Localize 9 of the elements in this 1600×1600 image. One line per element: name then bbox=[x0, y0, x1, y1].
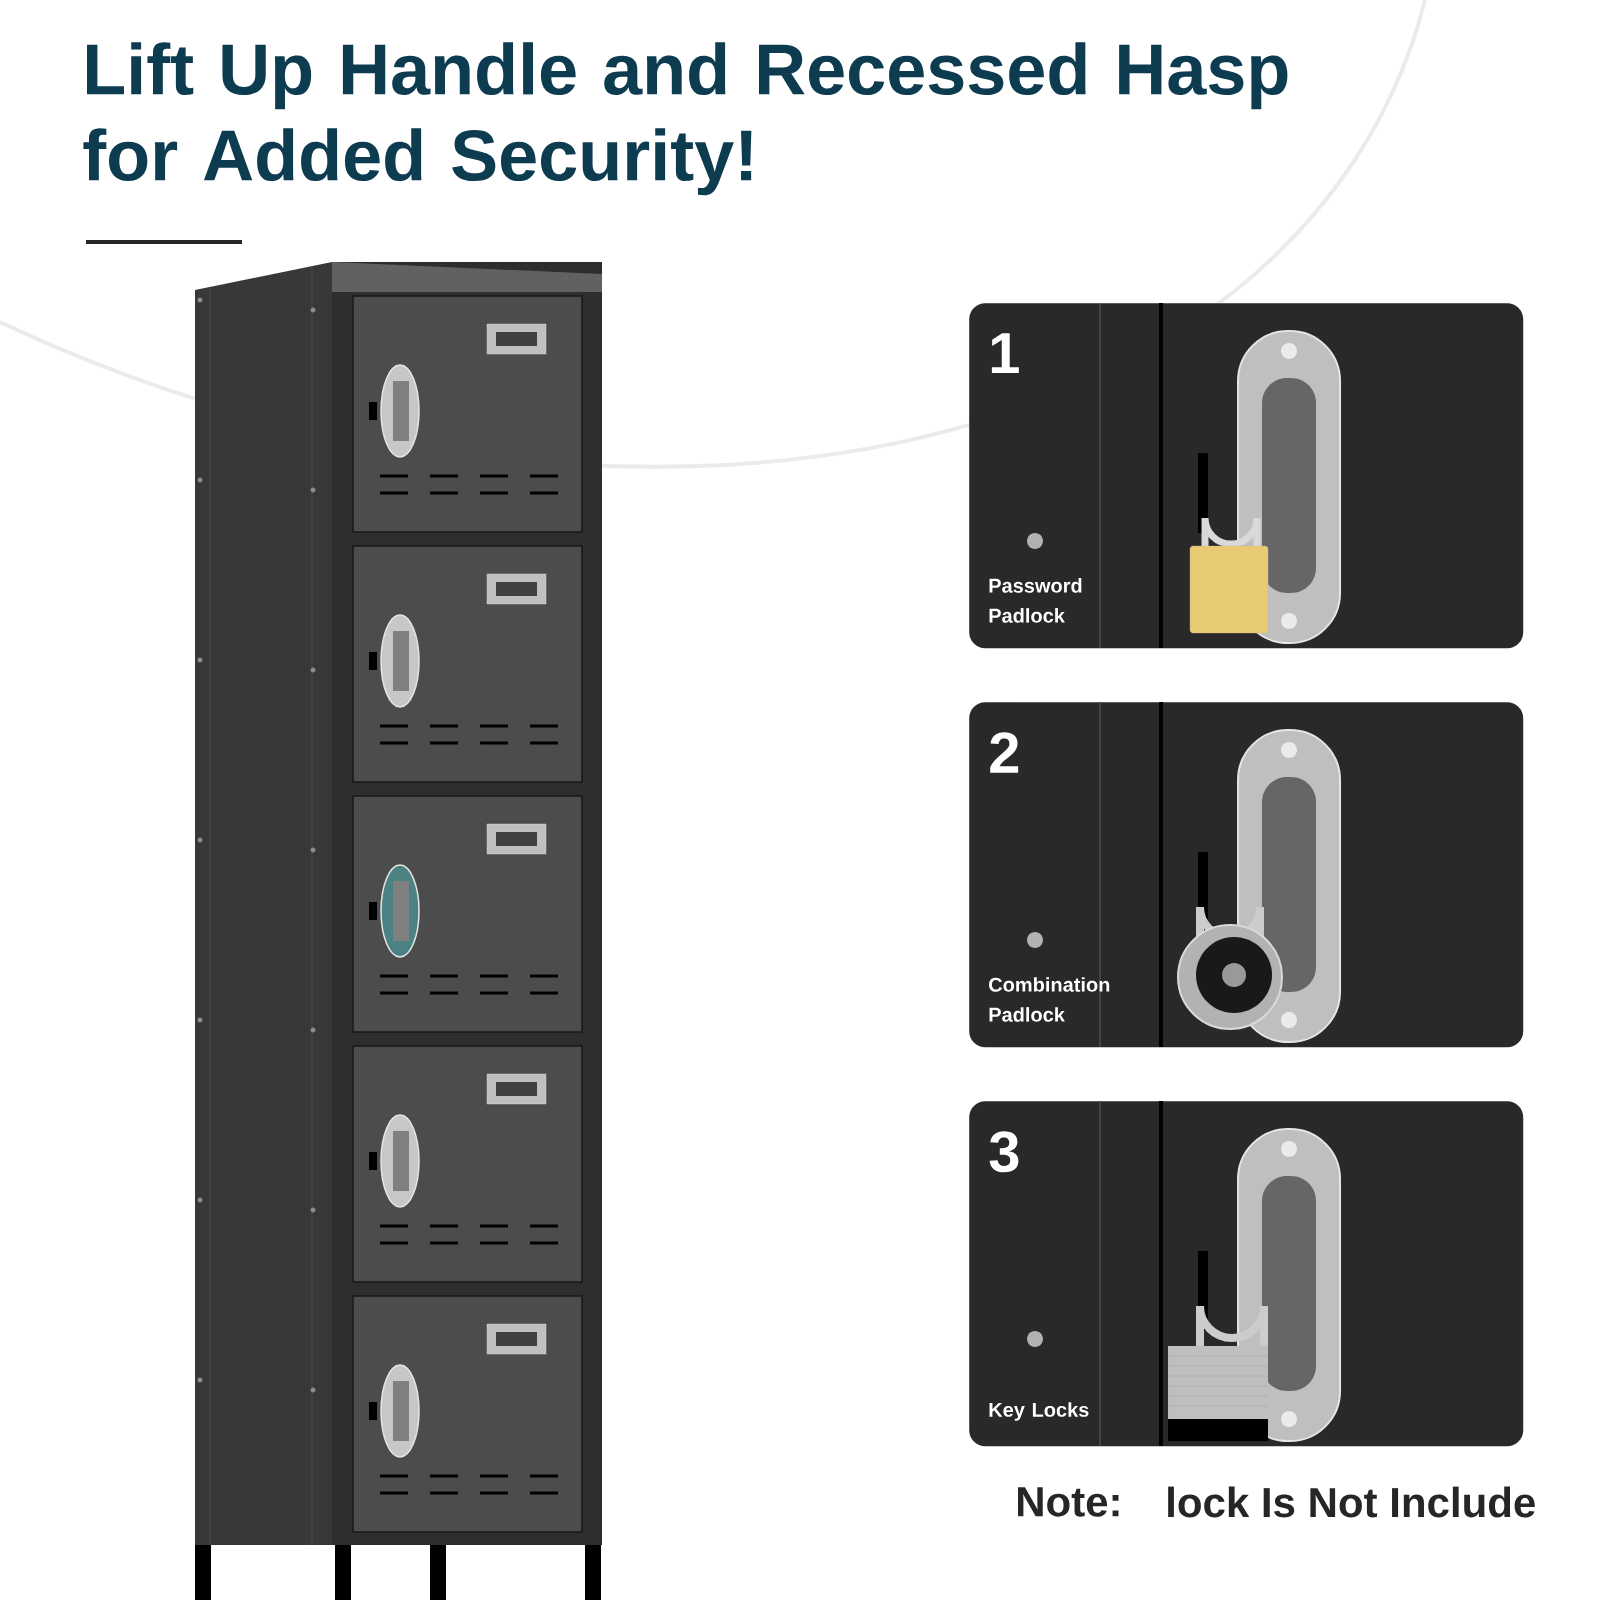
option-number: 1 bbox=[991, 333, 1019, 374]
option-number: 2 bbox=[990, 732, 1019, 773]
option-number: 3 bbox=[989, 1131, 1019, 1173]
note-text: Note: bbox=[1018, 1487, 1119, 1517]
lock-type-label: Key Locks bbox=[989, 1402, 1089, 1421]
lock-type-label: Password Padlock bbox=[989, 578, 1082, 623]
title: Lift Up Handle and Recessed Hasp for Added Security! bbox=[83, 42, 1288, 196]
lock-type-label: Combination Padlock bbox=[989, 977, 1110, 1022]
note-text: lock Is Not Include bbox=[1168, 1486, 1535, 1518]
